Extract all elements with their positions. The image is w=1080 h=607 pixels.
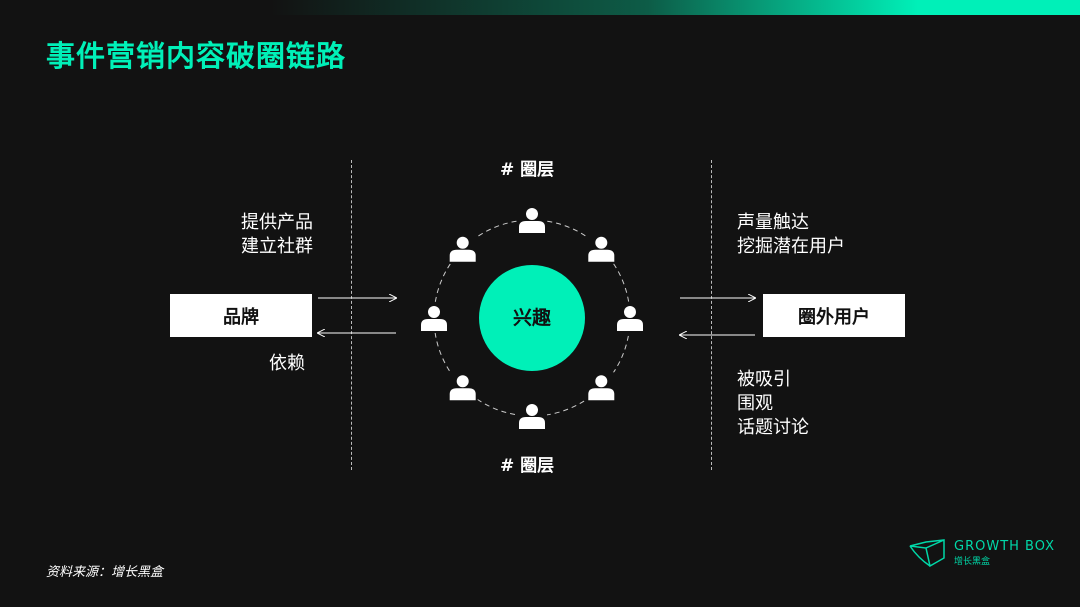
top-accent-bar	[0, 0, 1080, 15]
right-bottom-line: 被吸引	[737, 369, 791, 390]
person-icon	[419, 303, 449, 333]
outer-users-box: 圈外用户	[763, 294, 905, 337]
divider-left	[351, 160, 352, 470]
layer-label-top: # 圈层	[500, 160, 555, 180]
person-icon	[586, 233, 617, 264]
box-logo-icon	[909, 539, 945, 568]
source-note: 资料来源：增长黑盒	[46, 565, 164, 580]
left-bottom-text: 依赖	[269, 353, 305, 374]
person-icon	[447, 233, 478, 264]
right-bottom-line: 围观	[737, 393, 773, 414]
interest-circle	[479, 265, 585, 371]
interest-label: 兴趣	[512, 307, 551, 329]
person-icon	[615, 303, 645, 333]
layer-label-bottom: # 圈层	[500, 456, 555, 476]
logo-text: GROWTH BOX 增长黑盒	[954, 539, 1055, 568]
growth-box-logo: GROWTH BOX 增长黑盒	[908, 538, 1055, 568]
right-top-text: 声量触达挖掘潜在用户	[737, 211, 845, 259]
left-top-line: 提供产品	[241, 212, 313, 233]
divider-right	[711, 160, 712, 470]
page-title: 事件营销内容破圈链路	[46, 39, 347, 73]
person-icon	[517, 205, 547, 235]
left-top-line: 建立社群	[241, 236, 313, 257]
person-icon	[586, 372, 617, 403]
left-top-text: 提供产品建立社群	[241, 211, 313, 259]
right-bottom-text: 被吸引围观话题讨论	[737, 368, 809, 440]
logo-text-en: GROWTH BOX	[954, 538, 1056, 554]
person-icon	[517, 401, 547, 431]
logo-text-cn: 增长黑盒	[954, 556, 991, 567]
right-top-line: 声量触达	[737, 212, 809, 233]
right-top-line: 挖掘潜在用户	[737, 236, 845, 257]
person-icon	[447, 372, 478, 403]
right-bottom-line: 话题讨论	[737, 417, 809, 438]
brand-box: 品牌	[170, 294, 312, 337]
